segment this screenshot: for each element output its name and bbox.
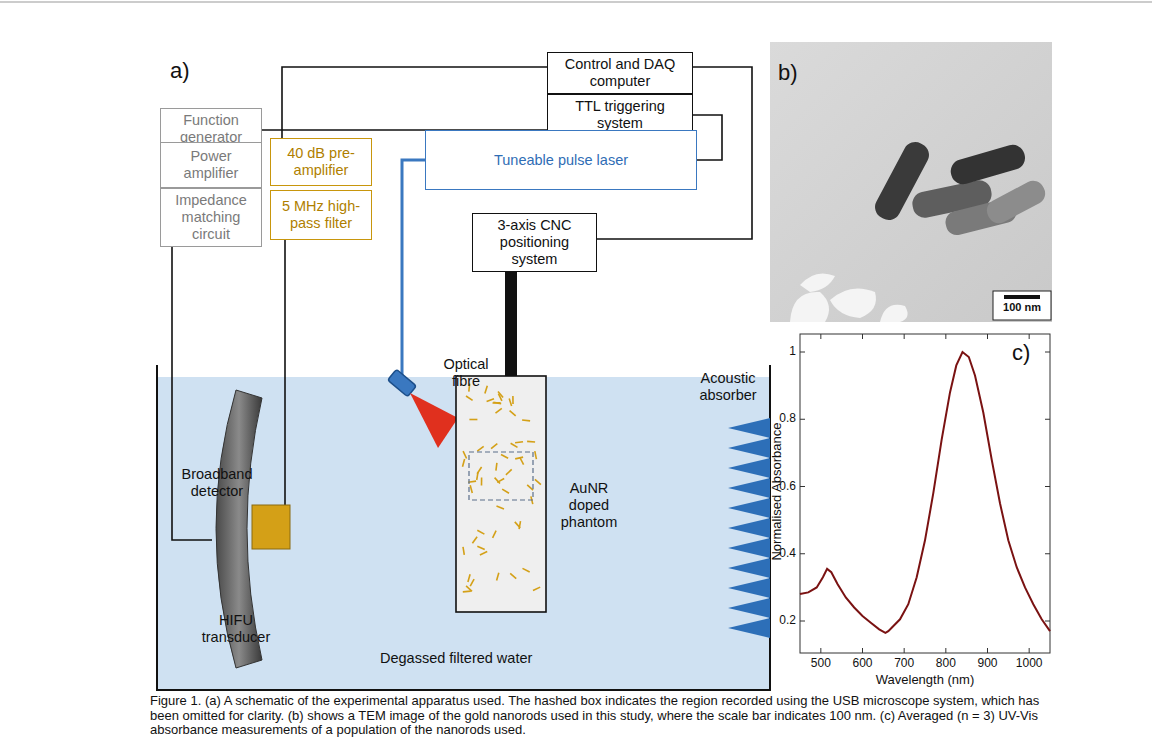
tick-label: 0.6 <box>760 479 796 493</box>
part-label: Optical fibre <box>434 356 498 390</box>
tick-label: 600 <box>841 656 885 670</box>
part-label: Degassed filtered water <box>380 650 580 667</box>
instrument-box: 40 dB pre-amplifier <box>270 138 372 186</box>
signal-wire <box>693 115 722 160</box>
instrument-box: Impedance matching circuit <box>160 188 262 247</box>
tick-label: 500 <box>799 656 843 670</box>
box-label: Control and DAQ computer <box>552 56 688 90</box>
detector-cable <box>284 240 286 506</box>
instrument-box: Power amplifier <box>160 142 262 188</box>
part-label: HIFU transducer <box>194 612 278 646</box>
laser-beam <box>410 393 458 448</box>
box-label: Tuneable pulse laser <box>494 152 628 169</box>
panel-letter: a) <box>170 58 210 84</box>
box-label: 40 dB pre-amplifier <box>275 145 367 179</box>
part-label: 100 nm <box>993 301 1051 314</box>
tick-label: 0.4 <box>760 546 796 560</box>
tem-image <box>770 42 1052 322</box>
tick-label: 1 <box>760 344 796 358</box>
box-label: 5 MHz high-pass filter <box>275 198 367 232</box>
instrument-box: 5 MHz high-pass filter <box>270 190 372 240</box>
panel-letter: c) <box>1012 340 1046 366</box>
tick-label: 800 <box>924 656 968 670</box>
box-label: TTL triggering system <box>552 98 688 132</box>
signal-wire <box>282 67 547 138</box>
cnc-rod <box>505 262 517 376</box>
part-label: Acoustic absorber <box>686 370 770 404</box>
box-label: 3-axis CNC positioning system <box>477 217 592 268</box>
tick-label: 700 <box>882 656 926 670</box>
figure-caption: Figure 1. (a) A schematic of the experim… <box>150 694 1050 738</box>
water-tank <box>157 365 770 690</box>
box-label: Function generator <box>165 112 257 146</box>
phantom <box>456 376 546 612</box>
tem-nanorods <box>871 138 1049 238</box>
part-label: AuNR doped phantom <box>552 480 626 531</box>
nanorod-dashes <box>463 384 541 592</box>
tick-label: 1000 <box>1007 656 1051 670</box>
tick-label: 0.8 <box>760 411 796 425</box>
instrument-box: 3-axis CNC positioning system <box>472 213 597 272</box>
scale-bar <box>1004 295 1040 299</box>
optical-fibre-line <box>402 160 425 378</box>
tem-film-holes <box>790 273 908 322</box>
instrument-box: Control and DAQ computer <box>547 52 693 94</box>
part-label: Broadband detector <box>170 466 264 500</box>
scale-box <box>993 291 1051 320</box>
plot-frame <box>800 334 1050 653</box>
box-label: Power amplifier <box>165 148 257 182</box>
panel-letter: b) <box>778 60 818 86</box>
water <box>157 377 770 690</box>
tick-label: 900 <box>966 656 1010 670</box>
broadband-detector <box>252 505 290 549</box>
axis-ticks <box>800 334 1050 653</box>
box-label: Impedance matching circuit <box>165 192 257 243</box>
top-rule <box>0 2 1152 3</box>
part-label: Wavelength (nm) <box>860 672 990 687</box>
absorbance-curve <box>800 352 1050 633</box>
fibre-connector <box>388 369 417 396</box>
acoustic-absorber <box>728 418 770 638</box>
instrument-box: Tuneable pulse laser <box>425 130 697 190</box>
tick-label: 0.2 <box>760 613 796 627</box>
hashed-box <box>469 452 533 500</box>
